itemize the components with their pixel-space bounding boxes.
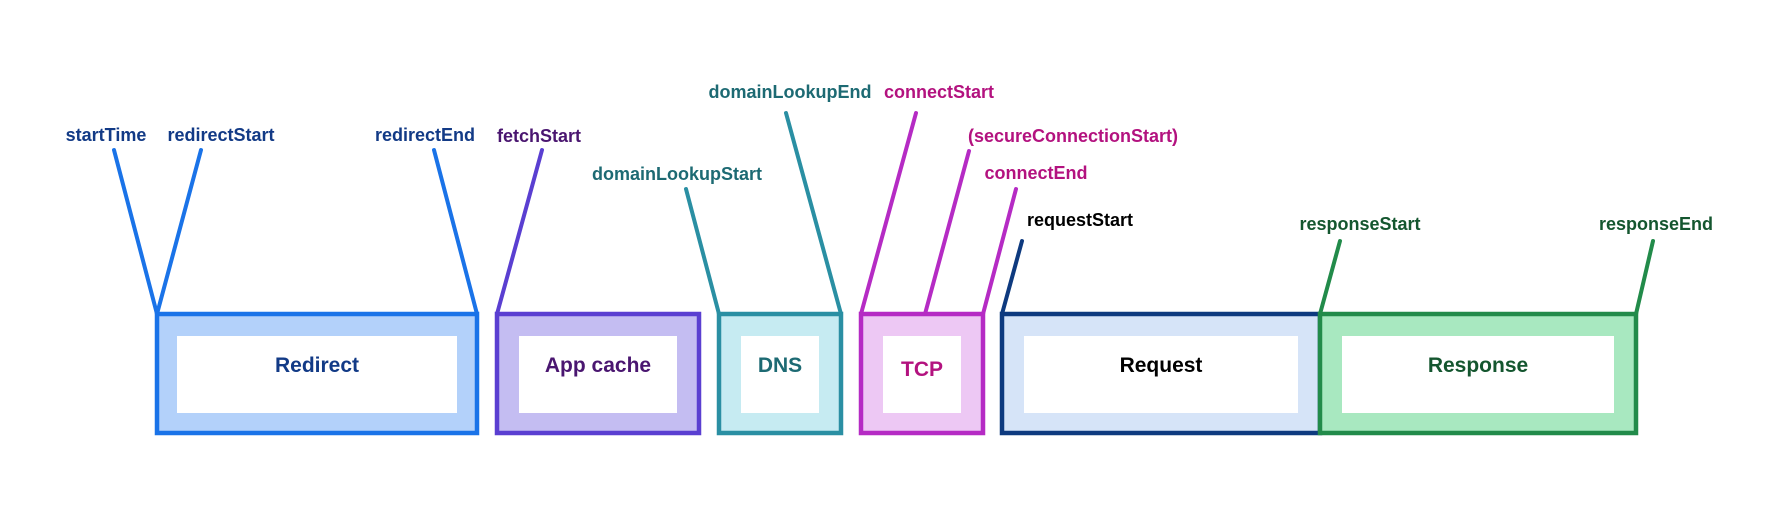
- phase-inner-request: [1024, 336, 1298, 413]
- marker-line-responseEnd: [1634, 239, 1655, 316]
- marker-line-connectEnd: [981, 187, 1018, 316]
- phase-redirect: Redirect: [154, 311, 480, 436]
- marker-secureConnectionStart: (secureConnectionStart): [923, 126, 1178, 316]
- marker-label-fetchStart: fetchStart: [497, 126, 581, 146]
- marker-line-secureConnectionStart: [923, 149, 971, 316]
- marker-label-redirectEnd: redirectEnd: [375, 125, 475, 145]
- phase-inner-redirect: [177, 336, 457, 413]
- phase-dns: DNS: [716, 311, 844, 436]
- phase-inner-tcp: [883, 336, 961, 413]
- marker-responseStart: responseStart: [1299, 214, 1421, 316]
- marker-line-redirectStart: [155, 148, 203, 316]
- marker-label-domainLookupEnd: domainLookupEnd: [709, 82, 872, 102]
- marker-line-connectStart: [859, 111, 918, 316]
- marker-fetchStart: fetchStart: [495, 126, 581, 316]
- marker-label-connectStart: connectStart: [884, 82, 994, 102]
- marker-label-secureConnectionStart: (secureConnectionStart): [968, 126, 1178, 146]
- marker-connectEnd: connectEnd: [981, 163, 1088, 316]
- phase-label-response: Response: [1428, 354, 1528, 377]
- marker-connectStart: connectStart: [859, 82, 994, 316]
- phase-label-redirect: Redirect: [275, 354, 359, 377]
- phase-label-appcache: App cache: [545, 354, 651, 377]
- marker-redirectEnd: redirectEnd: [375, 125, 479, 316]
- marker-requestStart: requestStart: [1000, 210, 1133, 316]
- phase-appcache: App cache: [494, 311, 702, 436]
- marker-line-redirectEnd: [432, 148, 479, 316]
- phase-inner-dns: [741, 336, 819, 413]
- phase-tcp: TCP: [858, 311, 986, 436]
- marker-domainLookupEnd: domainLookupEnd: [709, 82, 872, 316]
- marker-line-fetchStart: [495, 148, 544, 316]
- phase-label-dns: DNS: [758, 354, 802, 377]
- phase-request: Request: [999, 311, 1323, 436]
- marker-line-requestStart: [1000, 239, 1024, 316]
- phase-response: Response: [1317, 311, 1639, 436]
- marker-domainLookupStart: domainLookupStart: [592, 164, 762, 316]
- marker-label-startTime: startTime: [66, 125, 147, 145]
- marker-label-responseStart: responseStart: [1299, 214, 1420, 234]
- marker-label-requestStart: requestStart: [1027, 210, 1133, 230]
- marker-label-responseEnd: responseEnd: [1599, 214, 1713, 234]
- marker-label-domainLookupStart: domainLookupStart: [592, 164, 762, 184]
- phase-label-request: Request: [1120, 354, 1203, 377]
- marker-responseEnd: responseEnd: [1599, 214, 1713, 316]
- marker-label-connectEnd: connectEnd: [984, 163, 1087, 183]
- marker-line-domainLookupEnd: [784, 111, 843, 316]
- marker-redirectStart: redirectStart: [155, 125, 275, 316]
- phase-inner-response: [1342, 336, 1614, 413]
- marker-line-domainLookupStart: [684, 187, 721, 316]
- marker-label-redirectStart: redirectStart: [167, 125, 274, 145]
- marker-line-startTime: [112, 148, 159, 316]
- phase-label-tcp: TCP: [901, 358, 943, 381]
- marker-startTime: startTime: [66, 125, 159, 316]
- phase-inner-appcache: [519, 336, 677, 413]
- marker-line-responseStart: [1318, 239, 1342, 316]
